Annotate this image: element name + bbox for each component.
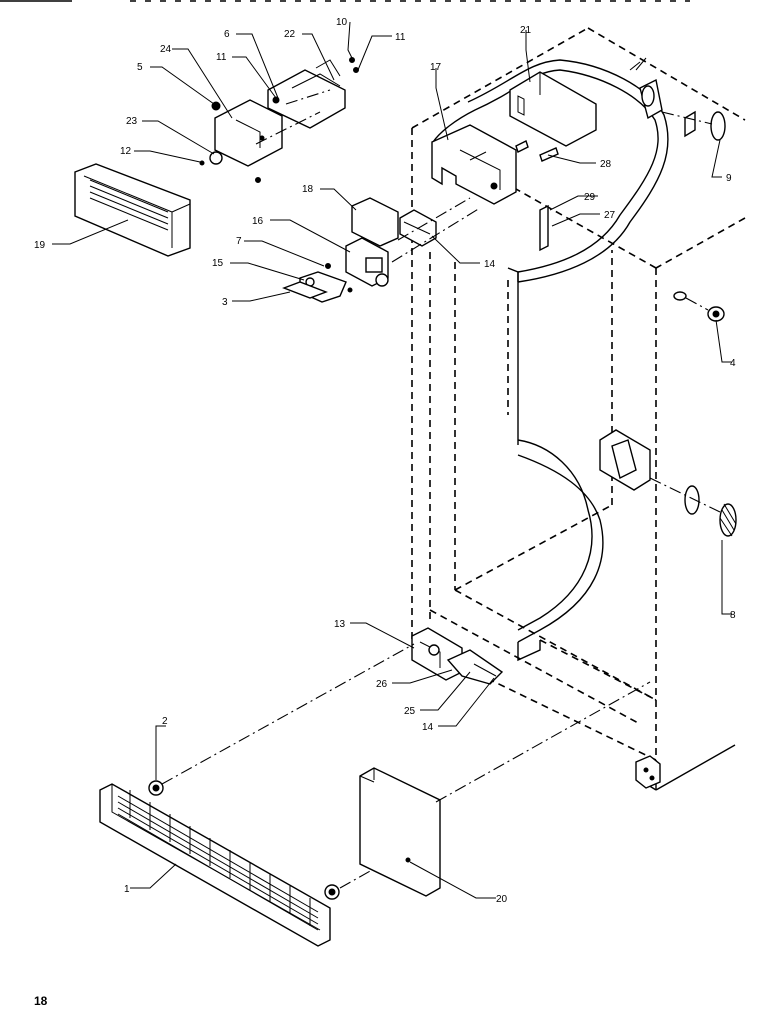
- callout-27: 26: [376, 679, 388, 690]
- callout-29: 28: [600, 159, 612, 170]
- callout-3: 3: [222, 297, 228, 308]
- part-29-pin: [515, 140, 559, 162]
- callout-26: 25: [404, 706, 416, 717]
- callout-9: 9: [726, 173, 732, 184]
- projection-lines-lower: [161, 643, 651, 889]
- callout-16: 15: [212, 258, 224, 269]
- part-22-bracket: [509, 71, 597, 147]
- part-2-screws: [148, 780, 340, 900]
- callout-20: 19: [34, 240, 46, 251]
- part-20-panel: [74, 163, 191, 257]
- callout-21: 20: [496, 894, 508, 905]
- callout-4: 4: [730, 358, 736, 369]
- callout-28: 27: [604, 210, 616, 221]
- callout-24: 23: [126, 116, 138, 127]
- callout-labels: 24 5 6 22 10 11 11 23 12 19 17 21 28 29 …: [34, 17, 736, 905]
- callout-2: 2: [162, 716, 168, 727]
- callout-5: 5: [137, 62, 143, 73]
- callout-8: 8: [730, 610, 736, 621]
- callout-1: 1: [124, 884, 130, 895]
- callout-11-left: 11: [216, 52, 227, 63]
- part-9-connector: [629, 57, 726, 141]
- callout-18: 17: [430, 62, 442, 73]
- callout-10: 10: [336, 17, 348, 28]
- callout-6: 6: [224, 29, 230, 40]
- callout-7: 7: [236, 236, 242, 247]
- wiring-harness: [432, 59, 669, 662]
- part-1-toe-grille: [99, 783, 331, 947]
- lower-hinge-assembly: [411, 627, 504, 685]
- bottom-hinge: [635, 755, 661, 789]
- upper-left-bracket-assembly: [199, 57, 359, 183]
- callout-17: 16: [252, 216, 264, 227]
- part-8-connector: [599, 429, 737, 537]
- part-4-grommet: [673, 291, 725, 322]
- callout-12: 12: [120, 146, 132, 157]
- callout-23: 22: [284, 29, 296, 40]
- callout-30: 29: [584, 192, 596, 203]
- callout-14: 14: [422, 722, 434, 733]
- page-number: 18: [34, 994, 48, 1008]
- callout-13: 13: [334, 619, 346, 630]
- callout-11-right: 11: [395, 32, 406, 43]
- part-18-housing: [431, 124, 517, 205]
- callout-19: 18: [302, 184, 314, 195]
- part-30-28-strip: [539, 204, 549, 252]
- callout-22: 21: [520, 25, 532, 36]
- part-21-cover: [359, 767, 441, 897]
- leader-lines: [52, 21, 732, 899]
- callout-25: 24: [160, 44, 172, 55]
- callout-15: 14: [484, 259, 496, 270]
- dispenser-module: [282, 197, 481, 303]
